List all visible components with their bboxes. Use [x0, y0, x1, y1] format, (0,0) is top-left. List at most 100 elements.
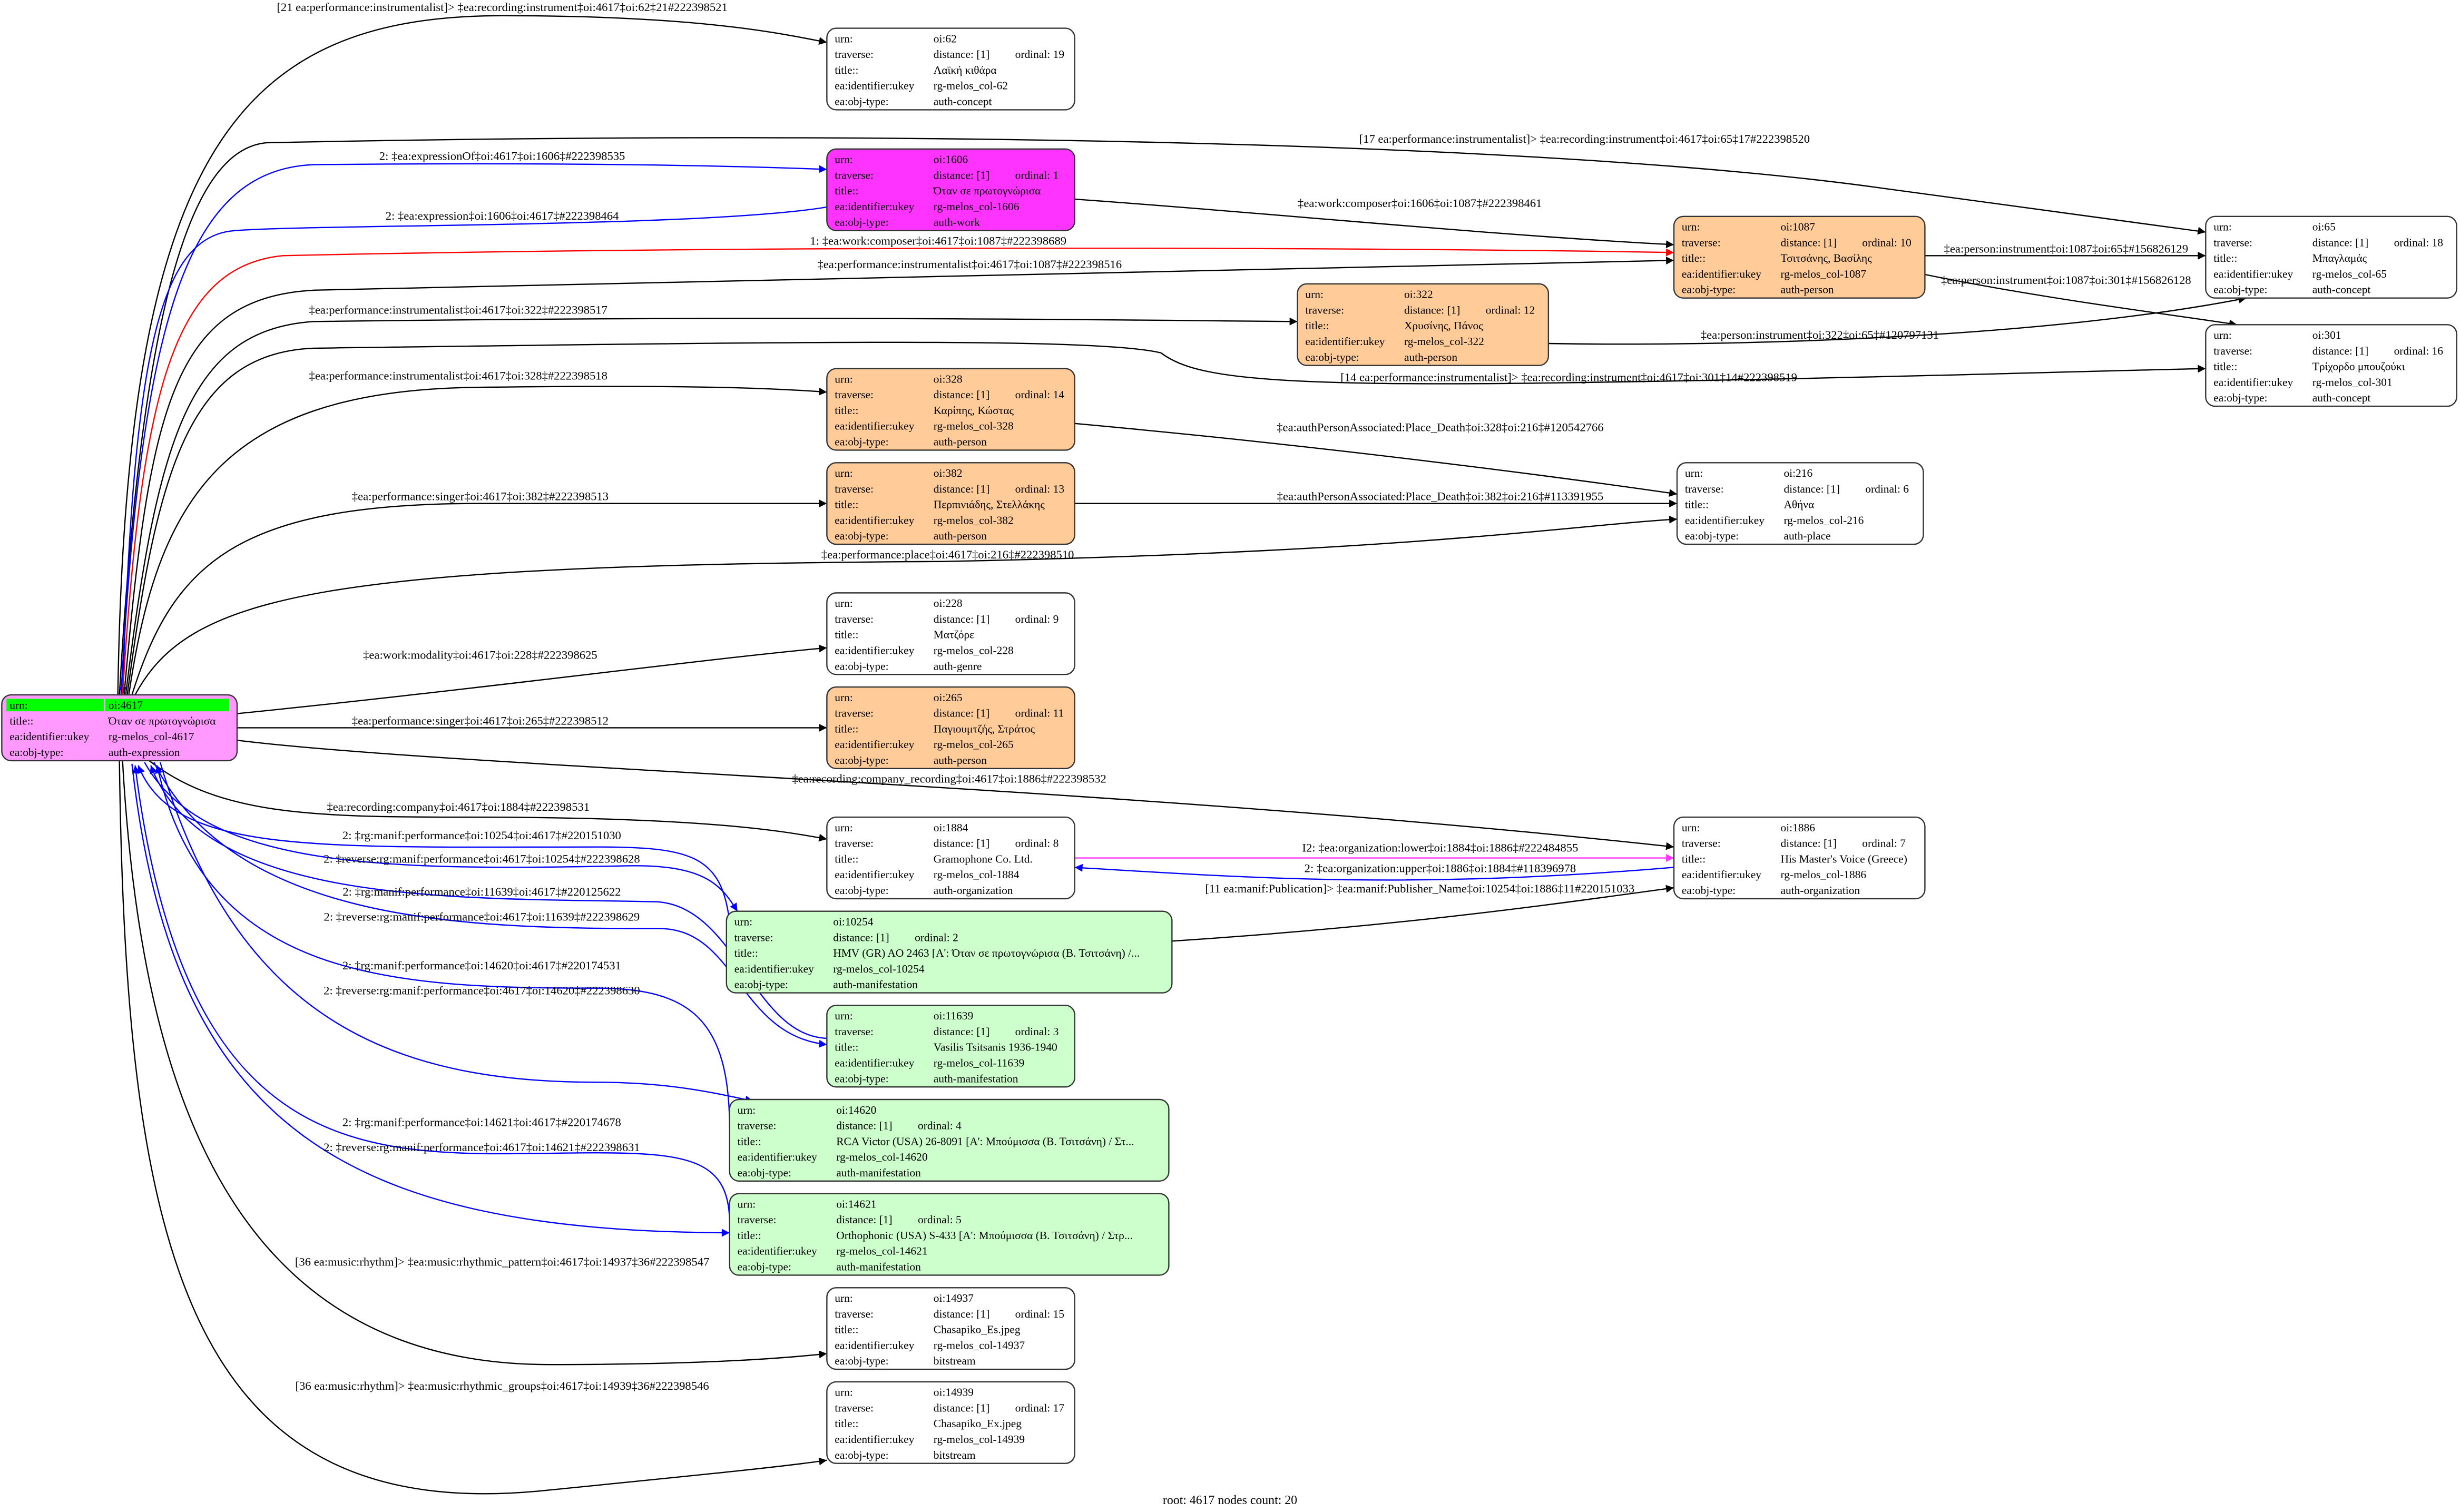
node-box[interactable]: [1673, 215, 1926, 299]
node-box[interactable]: [826, 148, 1075, 231]
edge[interactable]: ‡ea:recording:company_recording‡oi:4617‡…: [237, 740, 1674, 850]
node-box[interactable]: [826, 816, 1075, 900]
edge-line[interactable]: [159, 762, 753, 1104]
node-box[interactable]: [826, 686, 1075, 770]
edge-line[interactable]: [122, 247, 1674, 695]
edge[interactable]: ‡ea:person:instrument‡oi:322‡oi:65‡#1207…: [1548, 296, 2247, 345]
edge[interactable]: 2: ‡reverse:rg:manif:performance‡oi:4617…: [144, 762, 738, 912]
node-box[interactable]: [726, 910, 1173, 994]
edge-line[interactable]: [131, 499, 827, 695]
node-box[interactable]: [1676, 462, 1924, 545]
edge[interactable]: [36 ea:music:rhythm]> ‡ea:music:rhythmic…: [119, 760, 827, 1495]
edge[interactable]: 2: ‡ea:expressionOf‡oi:4617‡oi:1606‡#222…: [120, 150, 827, 695]
node-box[interactable]: [826, 592, 1075, 675]
node-box[interactable]: [826, 1005, 1075, 1088]
edge[interactable]: 2: ‡rg:manif:performance‡oi:14621‡oi:461…: [132, 765, 730, 1224]
edge[interactable]: ‡ea:performance:singer‡oi:4617‡oi:265‡#2…: [237, 714, 827, 732]
edge-line[interactable]: [144, 762, 738, 912]
edge-line[interactable]: [149, 760, 827, 842]
node-box[interactable]: [826, 462, 1075, 545]
node-box[interactable]: [2205, 215, 2457, 299]
edge[interactable]: ‡ea:work:composer‡oi:1606‡oi:1087‡#22239…: [1074, 197, 1674, 249]
edge[interactable]: 2: ‡reverse:rg:manif:performance‡oi:4617…: [131, 763, 730, 1237]
edge-line[interactable]: [137, 765, 730, 922]
edge-line[interactable]: [119, 137, 2206, 695]
node-box[interactable]: [826, 1287, 1075, 1370]
node-box[interactable]: [826, 27, 1075, 111]
edge[interactable]: 2: ‡ea:expression‡oi:1606‡oi:4617‡#22239…: [119, 206, 827, 695]
edge[interactable]: ‡ea:recording:company‡oi:4617‡oi:1884‡#2…: [149, 760, 827, 842]
edge[interactable]: [11 ea:manif:Publication]> ‡ea:manif:Pub…: [1172, 882, 1674, 942]
edge[interactable]: ‡ea:person:instrument‡oi:1087‡oi:301‡#15…: [1925, 273, 2238, 328]
edge[interactable]: [36 ea:music:rhythm]> ‡ea:music:rhythmic…: [122, 760, 827, 1366]
edge-line[interactable]: [128, 386, 827, 695]
edge[interactable]: ‡ea:authPersonAssociated:Place_Death‡oi:…: [1074, 490, 1677, 508]
edge-line[interactable]: [123, 257, 1674, 695]
edge-line[interactable]: [237, 644, 827, 714]
node-box[interactable]: [1297, 283, 1550, 366]
edge[interactable]: 2: ‡ea:organization:upper‡oi:1886‡oi:188…: [1074, 861, 1674, 881]
edge[interactable]: ‡ea:work:modality‡oi:4617‡oi:228‡#222398…: [237, 644, 827, 714]
edge-line[interactable]: [131, 763, 730, 1237]
edge-line[interactable]: [134, 515, 1678, 695]
node-box[interactable]: [729, 1098, 1170, 1182]
edge-line[interactable]: [1074, 863, 1674, 881]
edge-line[interactable]: [1074, 423, 1678, 497]
edge[interactable]: 2: ‡rg:manif:performance‡oi:14620‡oi:461…: [155, 765, 730, 1130]
edge-line[interactable]: [1925, 273, 2238, 328]
node-box[interactable]: [826, 1381, 1075, 1464]
edge[interactable]: 2: ‡rg:manif:performance‡oi:10254‡oi:461…: [137, 765, 730, 922]
edge-line[interactable]: [132, 765, 730, 1224]
edge[interactable]: [17 ea:performance:instrumentalist]> ‡ea…: [119, 132, 2206, 695]
edge-line[interactable]: [1548, 296, 2247, 345]
edge-line[interactable]: [119, 760, 827, 1495]
edge-line[interactable]: [120, 163, 827, 695]
node-box[interactable]: [826, 368, 1075, 451]
edge[interactable]: ‡ea:performance:instrumentalist‡oi:4617‡…: [128, 369, 827, 695]
edge[interactable]: ‡ea:performance:instrumentalist‡oi:4617‡…: [125, 303, 1298, 695]
edge-line[interactable]: [117, 15, 827, 695]
edge-line[interactable]: [237, 740, 1674, 850]
edge-line[interactable]: [153, 762, 827, 1048]
edge[interactable]: ‡ea:performance:instrumentalist‡oi:4617‡…: [123, 257, 1674, 695]
node-box[interactable]: [1673, 816, 1926, 900]
edge[interactable]: ‡ea:performance:singer‡oi:4617‡oi:382‡#2…: [131, 490, 827, 695]
edge[interactable]: 2: ‡reverse:rg:manif:performance‡oi:4617…: [153, 762, 827, 1048]
edge-line[interactable]: [119, 206, 827, 695]
edge[interactable]: [21 ea:performance:instrumentalist]> ‡ea…: [117, 1, 827, 695]
edge[interactable]: ‡ea:performance:place‡oi:4617‡oi:216‡#22…: [134, 515, 1678, 695]
edge[interactable]: 1: ‡ea:work:composer‡oi:4617‡oi:1087‡#22…: [122, 234, 1674, 695]
edge-line[interactable]: [126, 341, 2206, 695]
edge-line[interactable]: [1074, 198, 1674, 249]
edge[interactable]: 2: ‡reverse:rg:manif:performance‡oi:4617…: [159, 762, 753, 1104]
edge[interactable]: ‡ea:authPersonAssociated:Place_Death‡oi:…: [1074, 421, 1678, 497]
edge-line[interactable]: [125, 317, 1298, 695]
edge[interactable]: [14 ea:performance:instrumentalist]> ‡ea…: [126, 341, 2206, 695]
edge[interactable]: ‡ea:person:instrument‡oi:1087‡oi:65‡#156…: [1925, 242, 2206, 260]
node-box[interactable]: [729, 1193, 1170, 1276]
edge[interactable]: I2: ‡ea:organization:lower‡oi:1884‡oi:18…: [1074, 841, 1674, 862]
edge-line[interactable]: [122, 760, 827, 1366]
edge-line[interactable]: [1172, 885, 1674, 942]
node-box[interactable]: [2205, 324, 2457, 407]
